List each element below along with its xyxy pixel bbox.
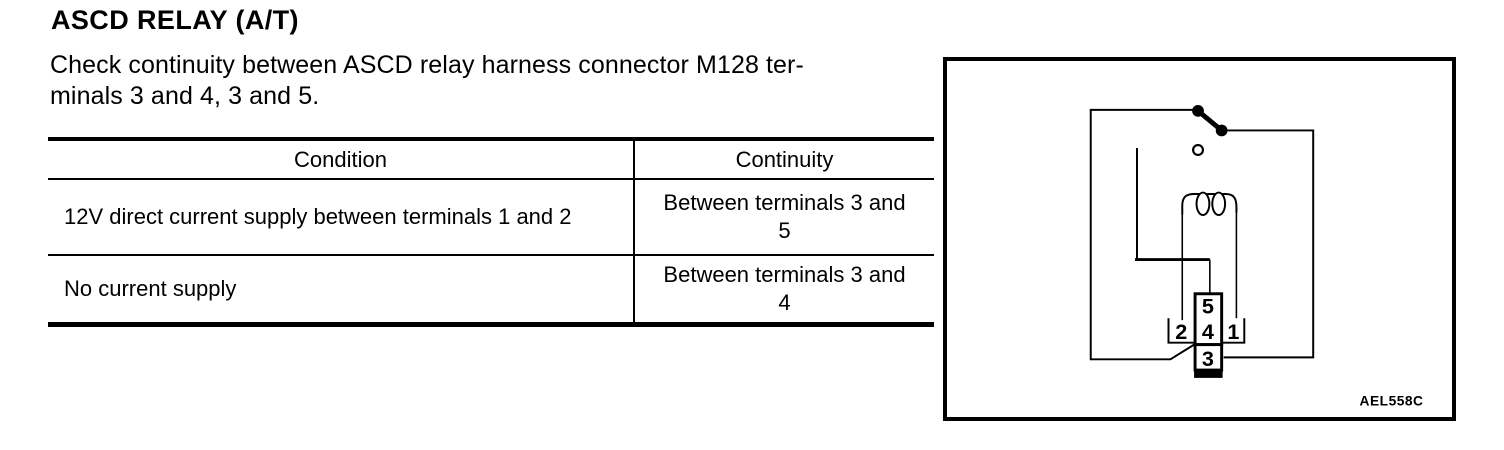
relay-switch (1192, 105, 1228, 156)
table-row: 12V direct current supply between termin… (48, 179, 934, 256)
column-header-continuity: Continuity (633, 139, 934, 180)
intro-line-1: Check continuity between ASCD relay harn… (50, 51, 804, 79)
terminal-2-label: 2 (1175, 319, 1187, 344)
intro-paragraph: Check continuity between ASCD relay harn… (50, 50, 804, 112)
terminal-2-bracket (1167, 318, 1196, 344)
relay-circuit-svg: 5 4 3 2 1 AEL558C (1089, 105, 1424, 408)
terminal-3-box (1193, 343, 1224, 372)
continuity-table: Condition Continuity 12V direct current … (48, 137, 934, 327)
relay-circuit-figure: 5 4 3 2 1 AEL558C (943, 57, 1456, 421)
switch-open-contact (1192, 144, 1205, 156)
table-header-row: Condition Continuity (48, 139, 934, 180)
relay-coil (1181, 191, 1238, 321)
condition-cell: No current supply (64, 276, 237, 301)
intro-line-2: minals 3 and 4, 3 and 5. (50, 82, 320, 110)
no-contact-lead (1135, 148, 1211, 294)
terminal-4-label: 4 (1202, 319, 1214, 344)
terminal-block: 5 4 3 2 1 (1167, 292, 1246, 378)
column-header-condition: Condition (48, 139, 634, 180)
switch-pivot-contact (1192, 105, 1204, 117)
figure-code: AEL558C (1360, 393, 1424, 408)
circuit-outline-right (1221, 129, 1315, 359)
condition-cell: 12V direct current supply between termin… (48, 179, 634, 256)
switch-closed-contact (1215, 124, 1228, 137)
table-row: No current supply Between terminals 3 an… (48, 255, 934, 325)
circuit-outline-left (1089, 108, 1197, 361)
terminal-5-label: 5 (1202, 293, 1214, 318)
terminal-3-label: 3 (1202, 346, 1214, 371)
coil-loop (1195, 191, 1211, 217)
terminal-1-bracket (1221, 318, 1246, 344)
continuity-text: Between terminals 3 and 5 (663, 190, 906, 243)
page-title: ASCD RELAY (A/T) (51, 5, 299, 35)
coil-loop (1211, 191, 1227, 217)
connector-key-bar (1194, 370, 1223, 378)
continuity-text: Between terminals 3 and 4 (663, 262, 906, 315)
continuity-cell: Between terminals 3 and 5 (633, 179, 934, 256)
terminal-1-label: 1 (1227, 319, 1239, 344)
continuity-cell: Between terminals 3 and 4 (633, 255, 934, 325)
